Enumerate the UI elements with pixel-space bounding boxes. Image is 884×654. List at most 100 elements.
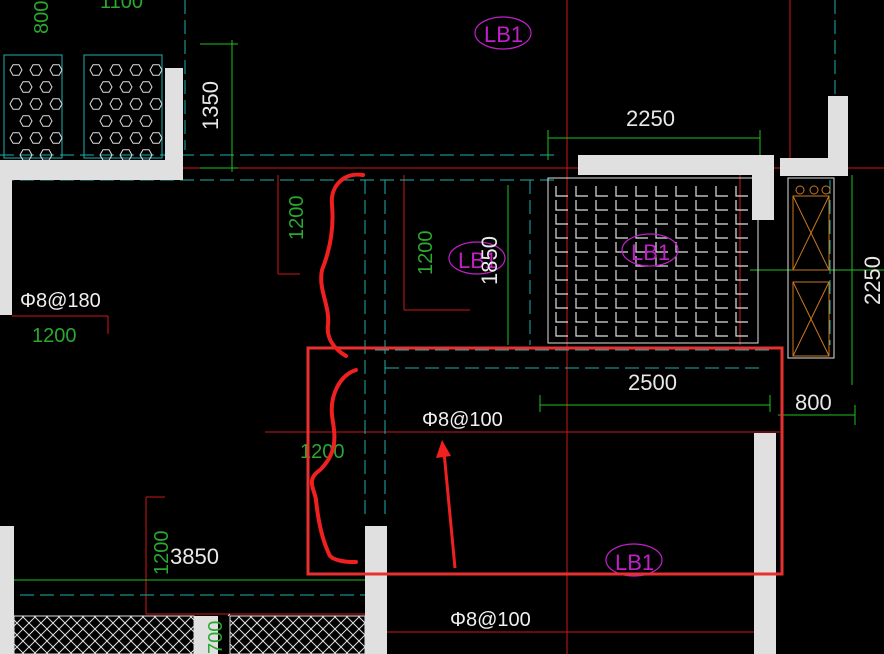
highlight-rectangle xyxy=(306,346,784,576)
grid-mark xyxy=(675,214,688,225)
hex-pattern xyxy=(9,64,163,161)
grid-mark xyxy=(595,256,608,267)
hatch-line xyxy=(165,615,195,645)
highlight-arrow xyxy=(436,440,457,569)
grid-mark xyxy=(555,270,568,281)
grid-mark xyxy=(715,256,728,267)
grid-mark xyxy=(715,214,728,225)
hatch-line xyxy=(227,613,231,617)
grid-mark xyxy=(635,270,648,281)
hatch-line xyxy=(261,615,301,654)
hatch-line xyxy=(309,615,349,654)
hex-cell xyxy=(19,81,33,93)
beam-dashed-lines xyxy=(0,0,836,596)
grid-mark xyxy=(735,270,748,281)
grid-mark xyxy=(715,298,728,309)
dim-1200-b: 1200 xyxy=(415,231,437,276)
hex-cell xyxy=(149,98,163,110)
hex-cell xyxy=(49,64,63,76)
dimension-lines xyxy=(0,40,884,598)
dim-800-top: 800 xyxy=(31,1,53,34)
grid-mark xyxy=(655,298,668,309)
grid-mark xyxy=(735,186,748,197)
grid-mark xyxy=(655,242,668,253)
grid-mark xyxy=(595,186,608,197)
grid-mark xyxy=(675,326,688,337)
hatch-line xyxy=(13,615,49,651)
shaft-box xyxy=(787,177,835,359)
grid-mark xyxy=(635,186,648,197)
hatch-line xyxy=(45,615,85,654)
hex-cell xyxy=(109,132,123,144)
grid-mark xyxy=(695,256,708,267)
grid-mark xyxy=(615,214,628,225)
grid-mark xyxy=(695,228,708,239)
handdrawn-brace xyxy=(309,172,365,564)
grid-mark xyxy=(575,242,588,253)
grid-mark xyxy=(735,228,748,239)
hatch-line xyxy=(153,615,193,654)
grid-mark xyxy=(555,214,568,225)
rebar-phi8-180: Φ8@180 xyxy=(20,290,101,312)
grid-mark xyxy=(615,312,628,323)
dim-700: 700 xyxy=(205,621,227,654)
grid-mark xyxy=(635,214,648,225)
slab-label-lb1-mid-right: LB1 xyxy=(631,240,670,265)
grid-mark xyxy=(735,312,748,323)
hex-cell xyxy=(119,115,133,127)
hatch-line xyxy=(229,615,265,651)
slab-label-lb1-mid-left: LB1 xyxy=(458,248,497,273)
grid-mark xyxy=(675,270,688,281)
cross-pattern xyxy=(11,613,366,654)
grid-mark xyxy=(555,298,568,309)
grid-mark xyxy=(555,326,568,337)
grid-mark xyxy=(615,298,628,309)
hatch-line xyxy=(345,634,366,654)
hatch-line xyxy=(285,615,325,654)
grid-mark xyxy=(675,298,688,309)
hatch-line xyxy=(229,643,241,654)
hex-cell xyxy=(129,98,143,110)
grid-mark xyxy=(715,326,728,337)
dim-1200-a: 1200 xyxy=(286,196,308,241)
grid-mark xyxy=(675,256,688,267)
hex-cell xyxy=(29,132,43,144)
hex-cell xyxy=(99,81,113,93)
hatch-line xyxy=(189,649,195,654)
grid-mark xyxy=(595,214,608,225)
hex-cell xyxy=(49,98,63,110)
grid-mark xyxy=(615,186,628,197)
grid-mark xyxy=(655,284,668,295)
hex-cell xyxy=(49,132,63,144)
hatch-line xyxy=(237,615,277,654)
grid-mark xyxy=(555,284,568,295)
grid-mark xyxy=(655,186,668,197)
grid-mark xyxy=(655,200,668,211)
grid-mark xyxy=(555,186,568,197)
hex-cell xyxy=(39,149,53,161)
hatch-line xyxy=(273,615,313,654)
grid-mark xyxy=(635,228,648,239)
hex-cell xyxy=(109,98,123,110)
dim-2500: 2500 xyxy=(628,370,677,395)
hatch-line xyxy=(165,625,195,654)
hex-cell xyxy=(39,81,53,93)
slab-label-lb1-bottom: LB1 xyxy=(615,550,654,575)
hatch-line xyxy=(13,615,37,639)
grid-mark xyxy=(575,228,588,239)
hex-cell xyxy=(129,132,143,144)
grid-mark xyxy=(635,242,648,253)
grid-mark xyxy=(575,256,588,267)
hex-cell xyxy=(129,64,143,76)
grid-mark xyxy=(675,242,688,253)
grid-mark xyxy=(555,200,568,211)
grid-mark xyxy=(595,242,608,253)
grid-mark xyxy=(655,270,668,281)
grid-mark xyxy=(575,298,588,309)
hex-cell xyxy=(139,81,153,93)
grid-mark xyxy=(575,214,588,225)
grid-mark xyxy=(695,284,708,295)
grid-mark xyxy=(695,214,708,225)
grid-mark xyxy=(675,200,688,211)
